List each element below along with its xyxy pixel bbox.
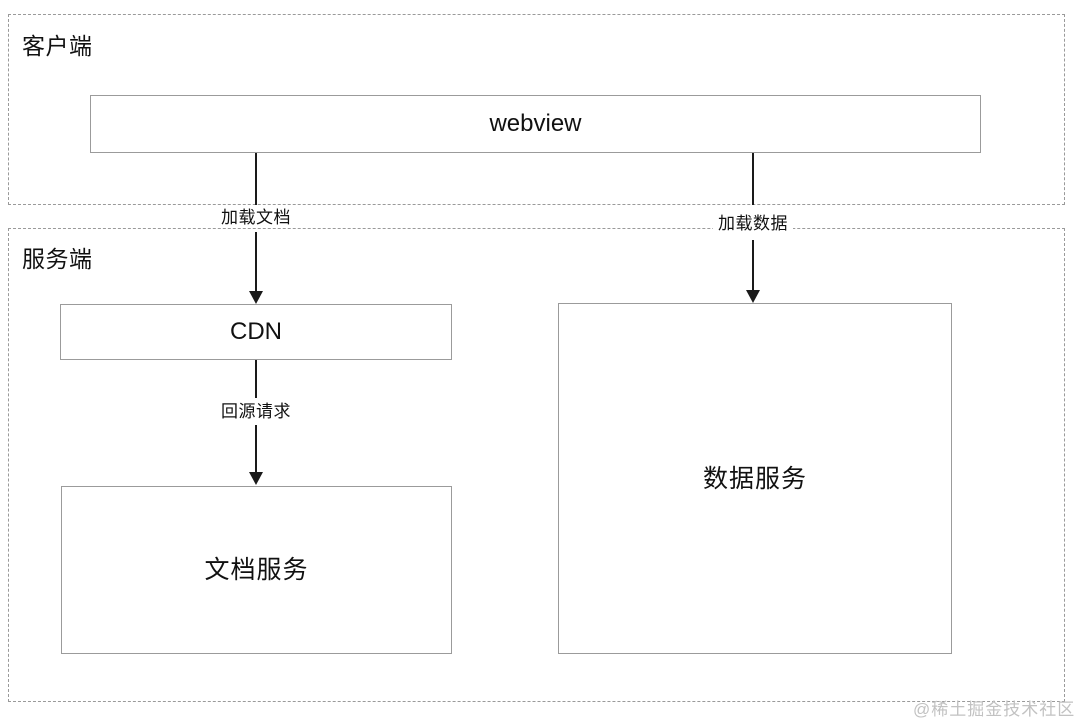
edge-origin-request-arrowhead: [249, 472, 263, 485]
node-data-service-label: 数据服务: [702, 464, 807, 493]
node-cdn[interactable]: CDN: [60, 304, 452, 360]
edge-origin-request-label: 回源请求: [216, 401, 296, 422]
edge-load-data-line-upper: [752, 153, 754, 205]
edge-load-document-arrowhead: [249, 291, 263, 304]
node-doc-service[interactable]: 文档服务: [61, 486, 452, 654]
zone-client-label: 客户端: [22, 33, 93, 59]
node-webview-label: webview: [489, 109, 582, 137]
node-data-service[interactable]: 数据服务: [558, 303, 952, 654]
edge-load-data-line-lower: [752, 240, 754, 290]
edge-origin-request-line-lower: [255, 425, 257, 473]
edge-load-data-label: 加载数据: [713, 213, 793, 234]
edge-load-document-line-lower: [255, 232, 257, 292]
node-doc-service-label: 文档服务: [204, 556, 309, 584]
zone-server-label: 服务端: [22, 246, 93, 272]
zone-client: [8, 14, 1065, 205]
edge-load-document-line-upper: [255, 153, 257, 205]
zone-server: [8, 228, 1065, 702]
node-webview[interactable]: webview: [90, 95, 981, 153]
watermark: @稀土掘金技术社区: [913, 700, 1076, 719]
edge-load-data-arrowhead: [746, 290, 760, 303]
edge-origin-request-line-upper: [255, 360, 257, 398]
node-cdn-label: CDN: [230, 317, 282, 345]
edge-load-document-label: 加载文档: [216, 207, 296, 228]
